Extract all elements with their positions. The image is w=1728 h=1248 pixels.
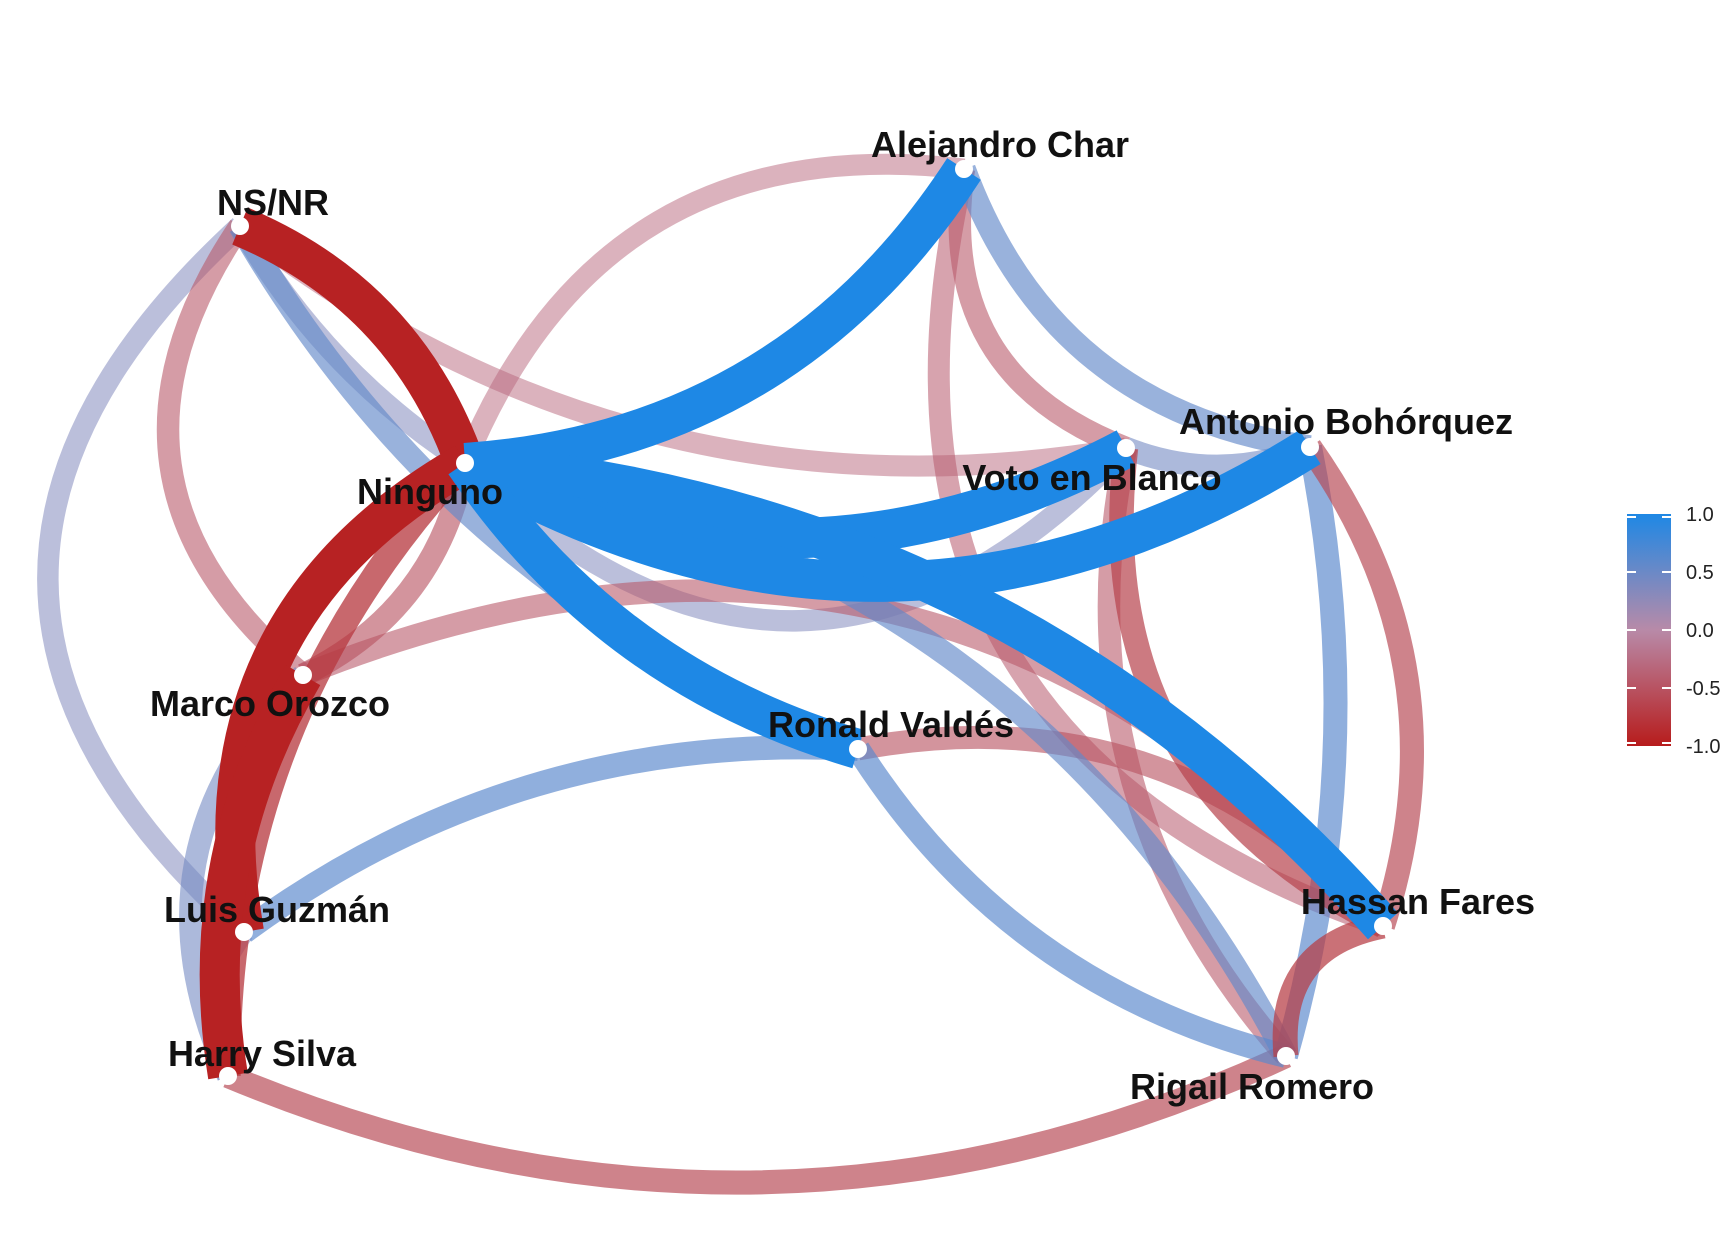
edge-marco-harry (199, 664, 321, 1080)
node-ninguno (456, 454, 474, 472)
edge-ninguno-ronald (448, 451, 864, 769)
node-label-ronald: Ronald Valdés (768, 704, 1014, 745)
legend-tick-label: -0.5 (1686, 678, 1720, 700)
edge-luis-ronald (236, 735, 859, 942)
node-marco (294, 666, 312, 684)
edge-char-ninguno (455, 153, 966, 467)
node-rigail (1277, 1047, 1295, 1065)
node-label-luis: Luis Guzmán (164, 889, 390, 930)
node-label-char: Alejandro Char (871, 124, 1129, 165)
node-label-voto: Voto en Blanco (962, 457, 1221, 498)
legend-tick-label: 0.0 (1686, 620, 1714, 642)
node-luis (235, 923, 253, 941)
edge-char-ninguno (463, 158, 981, 483)
nodes-layer (219, 160, 1392, 1085)
edge-nsnr-ninguno (232, 207, 484, 470)
edge-char-voto (948, 167, 1131, 459)
color-legend: 1.0 0.5 0.0 -0.5 -1.0 (1627, 504, 1720, 758)
edge-nsnr-luis (37, 218, 252, 940)
node-label-ninguno: Ninguno (357, 471, 503, 512)
legend-tick-label: -1.0 (1686, 736, 1720, 758)
edge-ninguno-voto (457, 440, 1134, 632)
edge-ninguno-hassan (463, 443, 1398, 940)
node-ronald (849, 740, 867, 758)
node-label-hassan: Hassan Fares (1301, 881, 1535, 922)
legend-tick-label: 0.5 (1686, 562, 1714, 584)
node-label-harry: Harry Silva (168, 1033, 357, 1074)
edge-hassan-rigail (1272, 913, 1386, 1058)
legend-tick-label: 1.0 (1686, 504, 1714, 526)
edge-antonio-hassan (1300, 440, 1424, 930)
node-label-marco: Marco Orozco (150, 683, 390, 724)
edge-nsnr-marco (156, 219, 311, 684)
node-antonio (1301, 438, 1319, 456)
legend-ticks: 1.0 0.5 0.0 -0.5 -1.0 (1627, 504, 1720, 758)
edge-char-antonio (952, 164, 1312, 459)
node-harry (219, 1067, 237, 1085)
edge-ronald-rigail (847, 742, 1289, 1068)
node-nsnr (231, 217, 249, 235)
node-label-nsnr: NS/NR (217, 182, 329, 223)
node-label-rigail: Rigail Romero (1130, 1066, 1374, 1107)
edge-harry-rigail (223, 1045, 1292, 1195)
node-hassan (1374, 917, 1392, 935)
edges-layer (37, 153, 1424, 1195)
node-char (955, 160, 973, 178)
node-label-antonio: Antonio Bohórquez (1179, 401, 1513, 442)
node-voto (1117, 439, 1135, 457)
